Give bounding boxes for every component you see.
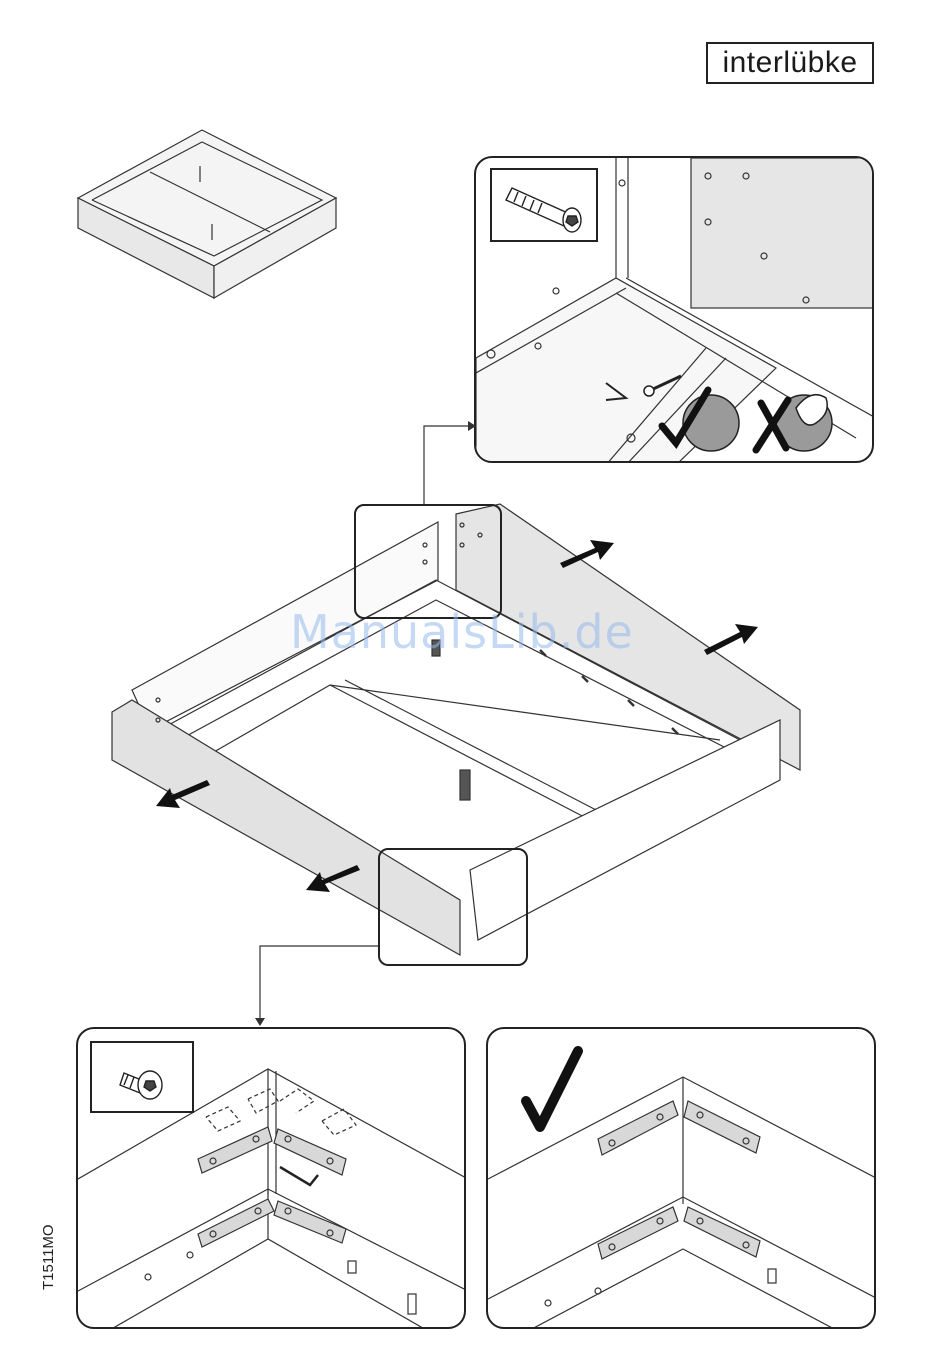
document-code: T1511MO xyxy=(40,1224,57,1290)
detail-panel-bottom-left xyxy=(76,1027,466,1329)
finished-corner-bracket-illustration xyxy=(488,1029,876,1329)
watermark-text: ManualsLib.de xyxy=(290,605,634,659)
zoom-box-back-corner xyxy=(354,504,502,619)
detail-panel-bottom-right xyxy=(486,1027,876,1329)
zoom-box-front-corner xyxy=(378,848,528,966)
short-hex-screw-icon xyxy=(92,1043,192,1111)
checkmark-icon xyxy=(526,1051,578,1127)
allen-key-icon xyxy=(280,1167,318,1185)
short-screw-inset-box xyxy=(90,1041,194,1113)
